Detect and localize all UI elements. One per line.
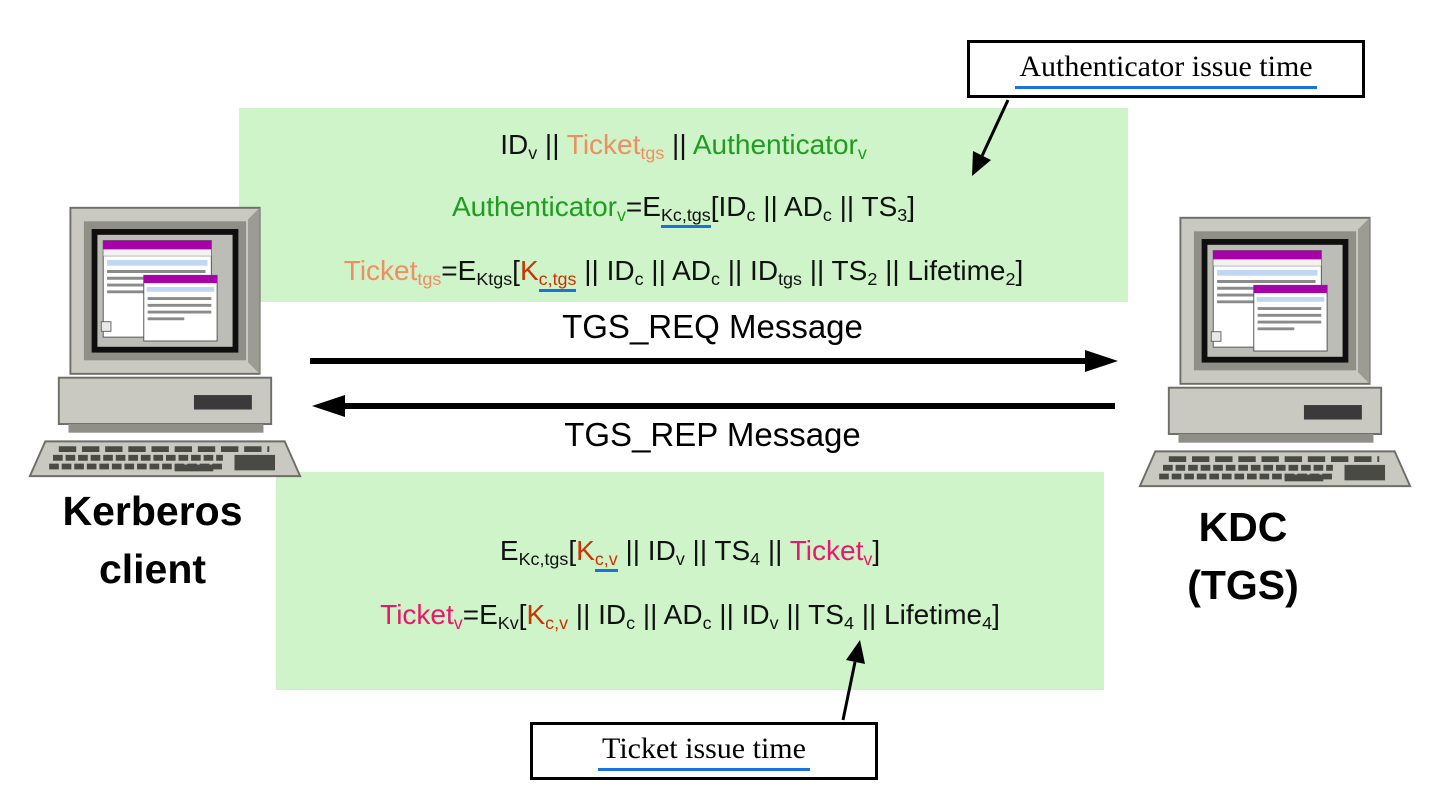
formula-segment: || AD (643, 255, 711, 286)
formula-segment: ] (1015, 255, 1024, 286)
formula-segment: || ID (568, 599, 627, 630)
kdc-label-line1: KDC (1198, 504, 1288, 550)
tgs-rep-message-box: EKc,tgs[Kc,v || IDv || TS4 || Ticketv] T… (276, 472, 1104, 690)
kdc-label-line2: (TGS) (1187, 562, 1299, 608)
formula-segment: 4 (843, 613, 854, 634)
formula-segment: v (769, 613, 779, 634)
kerberos-client-label: Kerberos client (0, 482, 305, 598)
formula-segment: v (675, 549, 685, 570)
formula-segment: Kc,tgs (660, 205, 711, 229)
formula-segment: [ (568, 535, 577, 566)
formula-segment: E (499, 535, 519, 566)
authenticator-issue-time-text: Authenticator issue time (1015, 50, 1317, 89)
formula-segment: Authenticator (451, 191, 617, 222)
ticket-issue-time-callout: Ticket issue time (530, 722, 878, 780)
formula-segment: v (528, 143, 538, 164)
formula-segment: Authenticator (692, 129, 858, 160)
formula-segment: v (453, 613, 463, 634)
formula-segment: Ticket (380, 599, 454, 630)
formula-segment: 3 (897, 205, 908, 226)
formula-segment: Ticket (789, 535, 864, 566)
rep-formula-line-1: EKc,tgs[Kc,v || IDv || TS4 || Ticketv] (276, 528, 1104, 577)
formula-segment: || AD (755, 191, 823, 222)
formula-segment: || ID (576, 255, 635, 286)
formula-segment: K (519, 255, 539, 286)
formula-segment: K (576, 535, 595, 566)
formula-segment: || TS (801, 255, 868, 286)
formula-segment: || TS (778, 599, 844, 630)
tgs-rep-label: TGS_REP Message (564, 416, 861, 453)
ticket-issue-time-text: Ticket issue time (598, 732, 810, 771)
formula-segment: 2 (1005, 269, 1016, 290)
formula-segment: ID (500, 129, 529, 160)
formula-segment: =E (625, 191, 661, 222)
formula-segment: c (634, 269, 644, 290)
formula-segment: || Lifetime (877, 255, 1006, 286)
formula-segment: [ID (710, 191, 747, 222)
formula-segment: 2 (867, 269, 878, 290)
rep-formula-line-2: Ticketv=EKv[Kc,v || IDc || ADc || IDv ||… (276, 592, 1104, 641)
formula-segment: K (526, 599, 546, 630)
formula-segment: Kv (497, 613, 519, 634)
formula-segment: tgs (640, 143, 665, 164)
tgs-rep-arrow (312, 395, 1115, 417)
formula-segment: Kc,tgs (518, 549, 569, 570)
formula-segment: 4 (982, 613, 993, 634)
formula-segment: tgs (778, 269, 802, 290)
formula-segment: Ktgs (476, 269, 513, 290)
formula-segment: [ (512, 255, 520, 286)
formula-segment: Ticket (566, 129, 641, 160)
req-formula-line-3: Tickettgs=EKtgs[Kc,tgs || IDc || ADc || … (239, 248, 1128, 297)
tgs-req-label: TGS_REQ Message (562, 308, 863, 345)
formula-segment: || ID (711, 599, 770, 630)
tgs-req-arrow (310, 350, 1118, 372)
formula-segment: v (863, 549, 873, 570)
formula-segment: ] (872, 535, 881, 566)
formula-segment: ] (992, 599, 1000, 630)
formula-segment: v (857, 143, 867, 164)
formula-segment: v (616, 205, 626, 226)
formula-segment: || TS (831, 191, 898, 222)
formula-segment: ] (907, 191, 916, 222)
formula-segment: =E (441, 255, 477, 286)
formula-segment: c (746, 205, 756, 226)
formula-segment: || ID (719, 255, 779, 286)
formula-segment: 4 (750, 549, 761, 570)
formula-segment: tgs (417, 269, 442, 290)
formula-segment: c,tgs (538, 269, 577, 293)
tgs-req-message-box: IDv || Tickettgs || Authenticatorv Authe… (239, 108, 1128, 302)
kerberos-client-illustration (28, 202, 302, 480)
formula-segment: =E (462, 599, 498, 630)
formula-segment: c (702, 613, 712, 634)
formula-segment: || (760, 535, 790, 566)
authenticator-issue-time-callout: Authenticator issue time (967, 40, 1365, 98)
formula-segment: || ID (617, 535, 676, 566)
formula-segment: c (822, 205, 832, 226)
formula-segment: || AD (635, 599, 703, 630)
kdc-tgs-illustration (1138, 212, 1412, 490)
formula-segment: [ (518, 599, 527, 630)
formula-segment: c (711, 269, 720, 290)
formula-segment: c,v (594, 549, 618, 573)
formula-segment: c,v (545, 613, 569, 634)
kerberos-client-label-line2: client (98, 546, 207, 592)
formula-segment: c (626, 613, 636, 634)
formula-segment: Ticket (343, 255, 418, 286)
kerberos-client-label-line1: Kerberos (62, 488, 243, 534)
formula-segment: || (664, 129, 693, 160)
formula-segment: || TS (684, 535, 751, 566)
formula-segment: || (537, 129, 567, 160)
kdc-tgs-label: KDC (TGS) (1118, 498, 1368, 614)
req-formula-line-1: IDv || Tickettgs || Authenticatorv (239, 122, 1128, 171)
formula-segment: || Lifetime (853, 599, 983, 630)
req-formula-line-2: Authenticatorv=EKc,tgs[IDc || ADc || TS3… (239, 184, 1128, 233)
